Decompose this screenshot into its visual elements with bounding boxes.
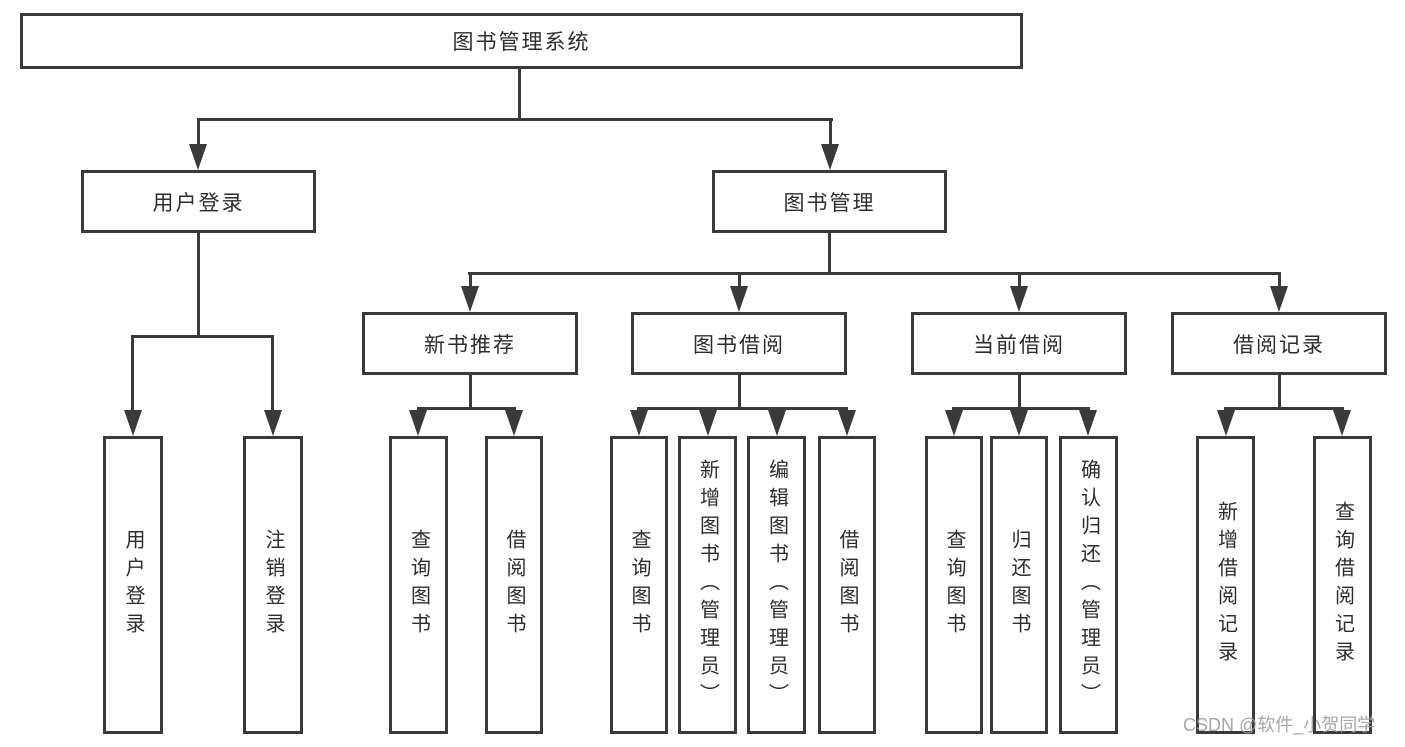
arrow-down-icon — [945, 410, 963, 436]
node-leaf-borrow-books-recommend: 借阅图书 — [485, 436, 543, 734]
csdn-watermark: CSDN @软件_小贺同学 — [1183, 715, 1376, 735]
connector-drop — [131, 335, 134, 416]
node-book-borrowing: 图书借阅 — [631, 312, 847, 375]
node-leaf-search-books-current: 查询图书 — [925, 436, 983, 734]
connector-branch — [952, 407, 1090, 410]
arrow-down-icon — [124, 410, 142, 436]
node-leaf-search-borrow-record: 查询借阅记录 — [1313, 436, 1372, 734]
node-leaf-borrow-books: 借阅图书 — [818, 436, 876, 734]
arrow-down-icon — [1079, 410, 1097, 436]
node-leaf-confirm-return-admin: 确认归还（管理员） — [1059, 436, 1118, 734]
node-leaf-add-borrow-record: 新增借阅记录 — [1196, 436, 1255, 734]
node-leaf-search-books-borrowing: 查询图书 — [610, 436, 668, 734]
arrow-down-icon — [1270, 286, 1288, 312]
connector-stem — [469, 374, 472, 410]
arrow-down-icon — [505, 410, 523, 436]
connector-drop — [1018, 272, 1021, 292]
connector-root-stem — [518, 69, 521, 121]
arrow-down-icon — [461, 286, 479, 312]
arrow-down-icon — [409, 410, 427, 436]
node-new-book-recommend: 新书推荐 — [362, 312, 578, 375]
node-user-login: 用户登录 — [81, 170, 316, 233]
node-book-management: 图书管理 — [712, 170, 947, 233]
node-borrowing-records: 借阅记录 — [1171, 312, 1387, 375]
arrow-down-icon — [1010, 286, 1028, 312]
arrow-down-icon — [699, 410, 717, 436]
connector-drop — [1278, 272, 1281, 292]
arrow-down-icon — [1217, 410, 1235, 436]
node-leaf-add-books-admin: 新增图书（管理员） — [678, 436, 737, 734]
arrow-down-icon — [768, 410, 786, 436]
arrow-down-icon — [730, 286, 748, 312]
connector-drop — [271, 335, 274, 416]
connector-stem — [1018, 374, 1021, 410]
connector-drop — [469, 272, 472, 292]
connector-branch — [417, 407, 516, 410]
arrow-down-icon — [821, 144, 839, 170]
connector-level2-branch — [468, 272, 1281, 275]
node-library-management-system: 图书管理系统 — [20, 13, 1023, 69]
connector-drop — [197, 118, 200, 150]
connector-user-login-stem — [197, 231, 200, 337]
connector-level1-branch — [197, 118, 833, 121]
node-leaf-user-login: 用户登录 — [103, 436, 163, 734]
arrow-down-icon — [1333, 410, 1351, 436]
arrow-down-icon — [838, 410, 856, 436]
connector-book-mgmt-stem — [828, 231, 831, 274]
node-leaf-logout: 注销登录 — [243, 436, 303, 734]
node-leaf-search-books-recommend: 查询图书 — [389, 436, 448, 734]
arrow-down-icon — [630, 410, 648, 436]
connector-drop — [738, 272, 741, 292]
connector-branch — [1224, 407, 1344, 410]
arrow-down-icon — [189, 144, 207, 170]
node-leaf-edit-books-admin: 编辑图书（管理员） — [747, 436, 806, 734]
connector-branch — [637, 407, 848, 410]
arrow-down-icon — [1010, 410, 1028, 436]
connector-drop — [829, 118, 832, 150]
node-leaf-return-books: 归还图书 — [990, 436, 1048, 734]
connector-user-login-branch — [131, 335, 274, 338]
node-current-borrowing: 当前借阅 — [911, 312, 1127, 375]
connector-stem — [1278, 374, 1281, 410]
arrow-down-icon — [264, 410, 282, 436]
connector-stem — [738, 374, 741, 410]
